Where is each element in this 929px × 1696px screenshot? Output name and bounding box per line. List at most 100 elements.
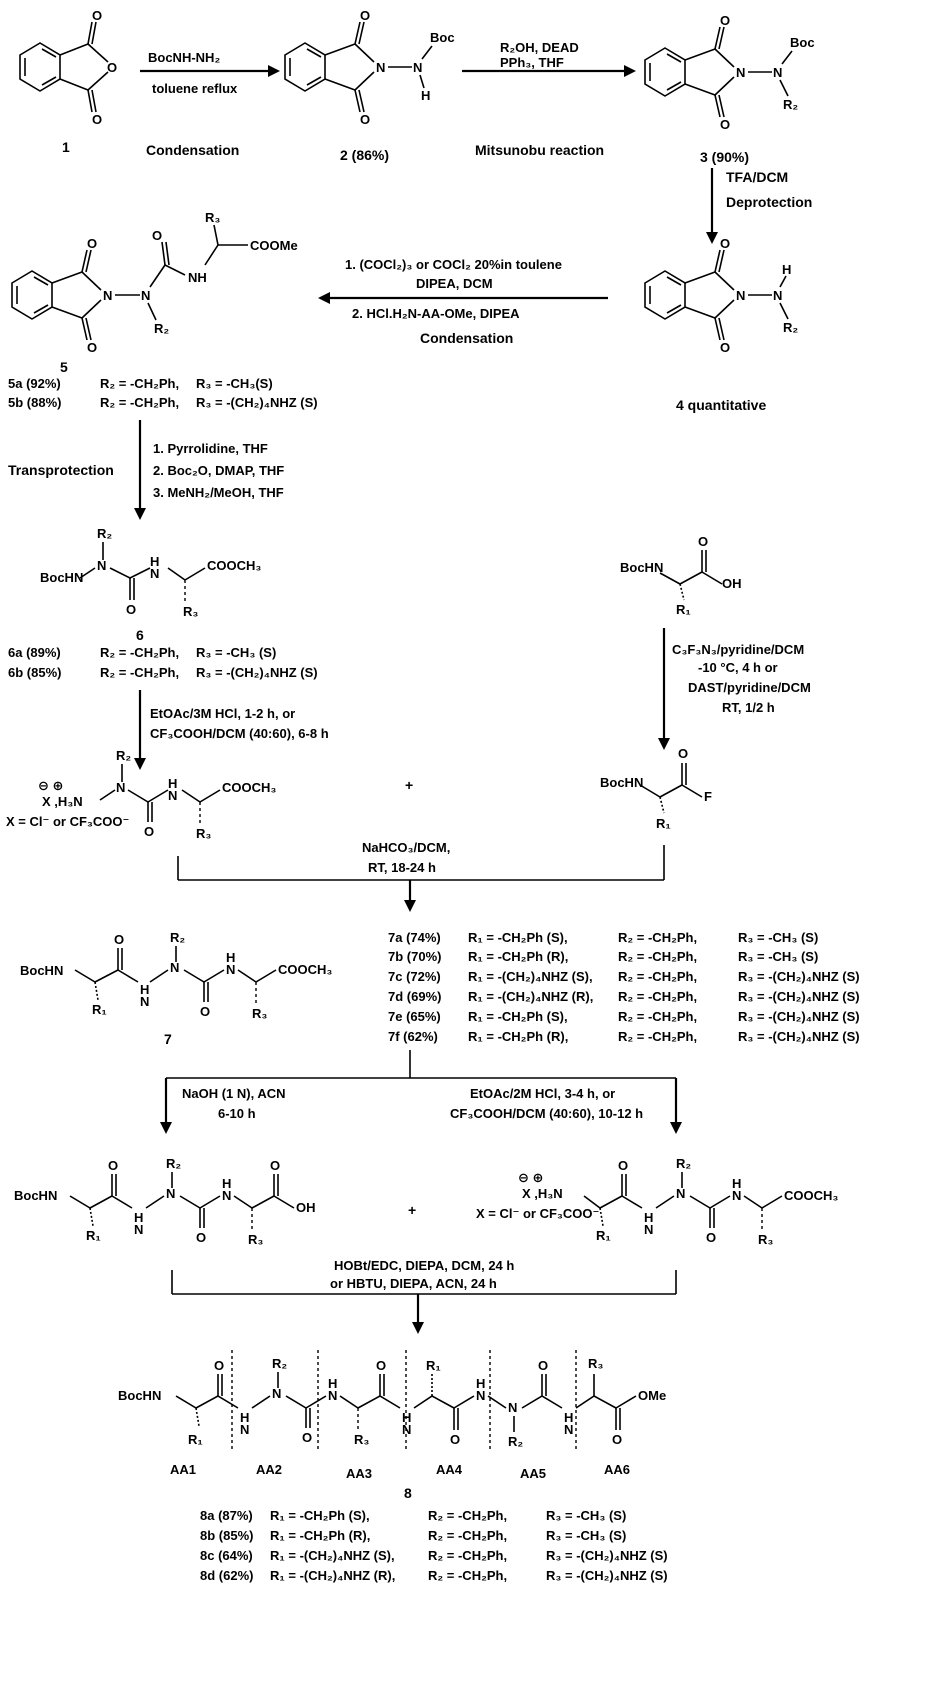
compound-5-structure: O N N O NH R₃ COOMe R₂ O bbox=[11, 210, 298, 355]
atom-n: N bbox=[166, 1186, 175, 1201]
atom-o: O bbox=[720, 236, 730, 251]
atom-h: H bbox=[564, 1410, 573, 1425]
compound-8-label: 8 bbox=[404, 1485, 412, 1501]
atom-o: O bbox=[612, 1432, 622, 1447]
atom-f: F bbox=[704, 789, 712, 804]
compound-1-label: 1 bbox=[62, 139, 70, 155]
row-r3: R₃ = -CH₃ (S) bbox=[546, 1508, 626, 1523]
row-r1: R₁ = -CH₂Ph (R), bbox=[270, 1528, 370, 1543]
row-id: 7c (72%) bbox=[388, 969, 441, 984]
r3-group: R₃ bbox=[354, 1432, 369, 1447]
step6-reagent: CF₃COOH/DCM (40:60), 6-8 h bbox=[150, 726, 329, 741]
atom-n: N bbox=[736, 288, 745, 303]
r2-group: R₂ bbox=[116, 748, 131, 763]
ester-group: COOCH₃ bbox=[207, 558, 261, 573]
atom-h: H bbox=[222, 1176, 231, 1191]
atom-o: O bbox=[360, 8, 370, 23]
atom-h: H bbox=[168, 776, 177, 791]
r2-group: R₂ bbox=[170, 930, 185, 945]
deprotected-salt-structure: ⊖ ⊕ X ,H₃N X = Cl⁻ or CF₃COO⁻ N R₂ H N O… bbox=[6, 748, 276, 841]
step1-name: Condensation bbox=[146, 142, 239, 158]
r1-group: R₁ bbox=[656, 816, 671, 831]
atom-n: N bbox=[376, 60, 385, 75]
compound-6-structure: BocHN N R₂ H N O R₃ COOCH₃ bbox=[40, 526, 261, 619]
compound-7-label: 7 bbox=[164, 1031, 172, 1047]
step3-reagent: TFA/DCM bbox=[726, 169, 788, 185]
residue-label: AA5 bbox=[520, 1466, 546, 1481]
r3-group: R₃ bbox=[196, 826, 211, 841]
atom-n: N bbox=[476, 1388, 485, 1403]
atom-h: H bbox=[140, 982, 149, 997]
atom-h: H bbox=[732, 1176, 741, 1191]
row-r1: R₁ = -CH₂Ph (S), bbox=[270, 1508, 370, 1523]
plus-sign: + bbox=[408, 1202, 416, 1218]
atom-h: H bbox=[240, 1410, 249, 1425]
step6-reagent: EtOAc/3M HCl, 1-2 h, or bbox=[150, 706, 295, 721]
r1-group: R₁ bbox=[596, 1228, 611, 1243]
row-id: 8d (62%) bbox=[200, 1568, 253, 1583]
step7-reagent: C₃F₃N₃/pyridine/DCM bbox=[672, 642, 804, 657]
r1-group: R₁ bbox=[676, 602, 691, 617]
atom-o: O bbox=[450, 1432, 460, 1447]
row-r3: R₃ = -(CH₂)₄NHZ (S) bbox=[546, 1548, 668, 1563]
atom-n: N bbox=[240, 1422, 249, 1437]
step7-conditions: -10 °C, 4 h or bbox=[698, 660, 778, 675]
arrowhead bbox=[134, 508, 146, 520]
ester-group: COOCH₃ bbox=[278, 962, 332, 977]
atom-n: N bbox=[508, 1400, 517, 1415]
atom-h: H bbox=[421, 88, 430, 103]
atom-o: O bbox=[214, 1358, 224, 1373]
step2-name: Mitsunobu reaction bbox=[475, 142, 604, 158]
hydroxyl-group: OH bbox=[296, 1200, 316, 1215]
atom-o: O bbox=[360, 112, 370, 127]
atom-o: O bbox=[114, 932, 124, 947]
boc-nh-group: BocHN bbox=[600, 775, 643, 790]
counterion-label: X ,H₃N bbox=[522, 1186, 563, 1201]
row-r2: R₂ = -CH₂Ph, bbox=[100, 645, 179, 660]
row-r1: R₁ = -CH₂Ph (R), bbox=[468, 1029, 568, 1044]
row-r1: R₁ = -(CH₂)₄NHZ (R), bbox=[468, 989, 593, 1004]
r2-group: R₂ bbox=[154, 321, 169, 336]
step2-reagent: PPh₃, THF bbox=[500, 55, 564, 70]
row-id: 8a (87%) bbox=[200, 1508, 253, 1523]
boc-nh-group: BocHN bbox=[118, 1388, 161, 1403]
arrowhead bbox=[624, 65, 636, 77]
atom-n: N bbox=[328, 1388, 337, 1403]
compound-7-structure: BocHN O R₂ N H N H N O R₃ R₁ COOCH₃ bbox=[20, 930, 332, 1021]
atom-n: N bbox=[134, 1222, 143, 1237]
row-r2: R₂ = -CH₂Ph, bbox=[100, 376, 179, 391]
atom-h: H bbox=[226, 950, 235, 965]
row-r3: R₃ = -(CH₂)₄NHZ (S) bbox=[196, 395, 318, 410]
row-id: 8c (64%) bbox=[200, 1548, 253, 1563]
atom-o: O bbox=[87, 236, 97, 251]
step4-reagent: DIPEA, DCM bbox=[416, 276, 493, 291]
atom-n: N bbox=[272, 1386, 281, 1401]
atom-n: N bbox=[732, 1188, 741, 1203]
row-r3: R₃ = -(CH₂)₄NHZ (S) bbox=[196, 665, 318, 680]
row-id: 7d (69%) bbox=[388, 989, 441, 1004]
r2-group: R₂ bbox=[97, 526, 112, 541]
row-r3: R₃ = -CH₃ (S) bbox=[196, 645, 276, 660]
boc-amino-acid-structure: BocHN O OH R₁ bbox=[620, 534, 742, 617]
row-r3: R₃ = -(CH₂)₄NHZ (S) bbox=[738, 969, 860, 984]
step5-reagent: 1. Pyrrolidine, THF bbox=[153, 441, 268, 456]
row-r3: R₃ = -(CH₂)₄NHZ (S) bbox=[738, 989, 860, 1004]
atom-o: O bbox=[720, 117, 730, 132]
row-r3: R₃ = -(CH₂)₄NHZ (S) bbox=[738, 1029, 860, 1044]
step4-name: Condensation bbox=[420, 330, 513, 346]
atom-o: O bbox=[92, 8, 102, 23]
ester-group: COOMe bbox=[250, 238, 298, 253]
atom-o: O bbox=[376, 1358, 386, 1373]
atom-o: O bbox=[538, 1358, 548, 1373]
step10-reagent: EtOAc/2M HCl, 3-4 h, or bbox=[470, 1086, 615, 1101]
atom-n: N bbox=[140, 994, 149, 1009]
r3-group: R₃ bbox=[248, 1232, 263, 1247]
atom-o: O bbox=[678, 746, 688, 761]
step2-reagent: R₂OH, DEAD bbox=[500, 40, 579, 55]
atom-o: O bbox=[618, 1158, 628, 1173]
r3-group: R₃ bbox=[252, 1006, 267, 1021]
compound-3-structure: O N N Boc R₂ O bbox=[644, 13, 815, 132]
row-r1: R₁ = -CH₂Ph (S), bbox=[468, 1009, 568, 1024]
split-connector bbox=[160, 1050, 682, 1134]
step5-reagent: 2. Boc₂O, DMAP, THF bbox=[153, 463, 284, 478]
